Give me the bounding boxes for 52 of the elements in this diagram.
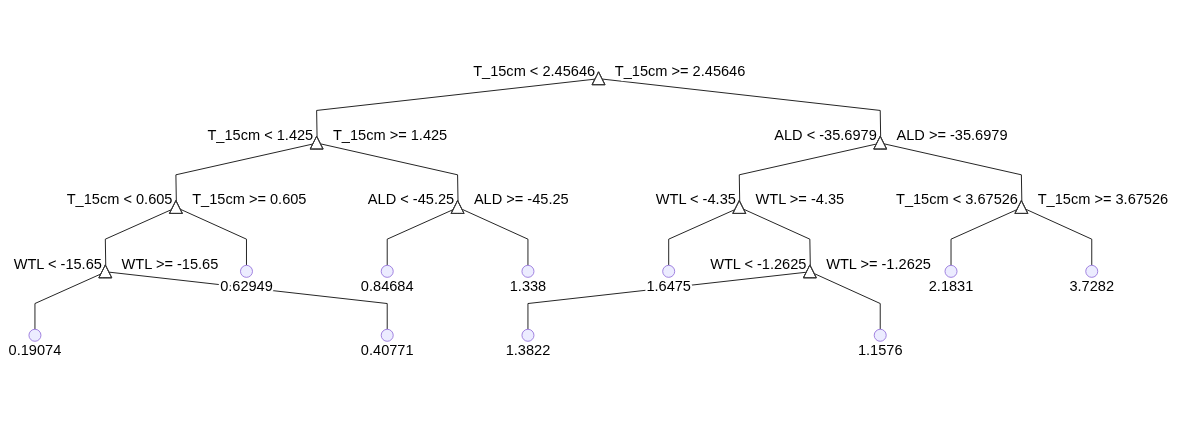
node-circle xyxy=(380,328,394,342)
split-condition: WTL >= -1.2625 xyxy=(826,255,931,272)
split-condition: T_15cm < 3.67526 xyxy=(895,191,1018,208)
leaf-value: 1.338 xyxy=(509,278,547,295)
leaf-value: 3.7282 xyxy=(1069,278,1115,295)
node-circle xyxy=(521,328,535,342)
split-condition: WTL >= -4.35 xyxy=(755,191,845,208)
connector xyxy=(814,273,881,330)
node-circle xyxy=(944,264,958,278)
connector xyxy=(668,208,736,266)
leaf-value: 0.84684 xyxy=(360,278,414,295)
split-condition: ALD >= -35.6979 xyxy=(896,127,1008,144)
connector xyxy=(743,208,811,266)
connector xyxy=(320,143,459,202)
connector xyxy=(738,143,878,202)
leaf-value: 2.1831 xyxy=(928,278,974,295)
split-condition: T_15cm >= 2.45646 xyxy=(614,62,746,79)
leaf-value: 1.1576 xyxy=(857,342,903,359)
connector xyxy=(950,208,1019,266)
connector xyxy=(316,78,596,138)
split-condition: WTL >= -15.65 xyxy=(121,255,219,272)
node-circle xyxy=(28,328,42,342)
node-circle xyxy=(873,328,887,342)
split-condition: T_15cm < 1.425 xyxy=(207,127,314,144)
node-circle xyxy=(380,264,394,278)
connector xyxy=(386,208,455,266)
split-condition: T_15cm >= 0.605 xyxy=(192,191,307,208)
node-circle xyxy=(521,264,535,278)
split-condition: ALD >= -45.25 xyxy=(473,191,569,208)
connector xyxy=(601,78,882,138)
leaf-value: 0.40771 xyxy=(360,342,414,359)
split-condition: ALD < -45.25 xyxy=(367,191,455,208)
split-condition: T_15cm < 2.45646 xyxy=(473,62,596,79)
connector xyxy=(180,208,247,266)
split-condition: ALD < -35.6979 xyxy=(774,127,877,144)
connector xyxy=(104,208,173,266)
leaf-value: 0.19074 xyxy=(8,342,62,359)
connector xyxy=(1025,208,1093,266)
split-condition: WTL < -4.35 xyxy=(655,191,736,208)
split-condition: T_15cm >= 1.425 xyxy=(332,127,448,144)
node-circle xyxy=(240,264,253,278)
node-circle xyxy=(662,264,676,278)
leaf-value: 1.3822 xyxy=(505,342,551,359)
connector xyxy=(34,273,102,330)
split-condition: T_15cm >= 3.67526 xyxy=(1037,191,1169,208)
connector xyxy=(461,208,529,266)
connector xyxy=(883,143,1023,202)
split-condition: WTL < -1.2625 xyxy=(710,255,807,272)
node-circle xyxy=(1085,264,1099,278)
connector xyxy=(175,143,314,202)
split-condition: T_15cm < 0.605 xyxy=(66,191,173,208)
split-condition: WTL < -15.65 xyxy=(13,255,102,272)
